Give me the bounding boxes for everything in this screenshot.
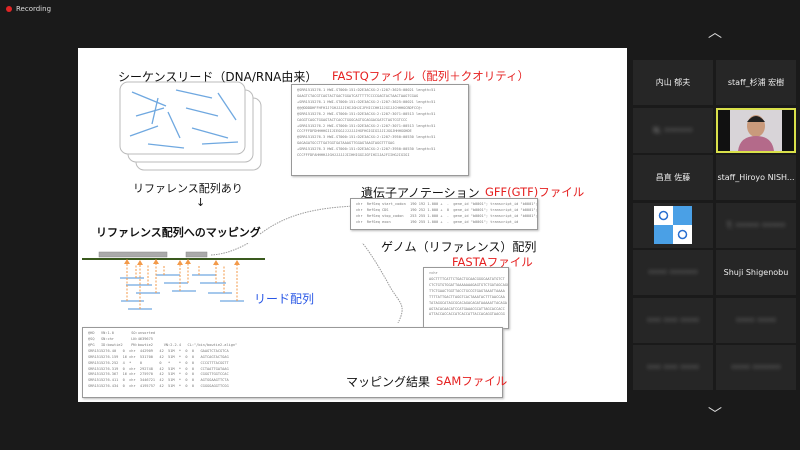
participant-tile[interactable]: 昌直 佐藤 <box>633 155 713 200</box>
participant-tile[interactable]: T. ••••• ••••• <box>716 202 796 248</box>
code-line: CCCFFFDFDHHHHGIIJIEGGJJJJJJJHGFHGIGIGIJJ… <box>297 129 412 134</box>
code-line: GAGAGATGCCTTGATGGTGATAAAGTTGGAGTAAGTAGGT… <box>297 141 395 146</box>
genome-title: ゲノム（リファレンス）配列 <box>381 240 537 254</box>
participant-tile[interactable] <box>633 202 713 248</box>
code-line: GAAGTCTACGTCAGTACTGACTGGATCATTTTTCCCCGAG… <box>297 93 419 98</box>
gff-connector <box>259 205 355 235</box>
code-line: SRR1515276.40 0 chr 442909 42 51M * 0 0 … <box>88 348 229 353</box>
code-line: chr RefSeq CDS 190 252 1.000 + 0 gene_id… <box>356 207 538 212</box>
code-line: ATTACCACCACCATCACCATTACCACAGGTAACGG <box>429 312 505 317</box>
sam-file-label: SAMファイル <box>436 374 508 388</box>
shared-slide: シーケンスリード（DNA/RNA由来） FASTQファイル（配列＋クオリティ） … <box>78 48 627 402</box>
code-line: +SRR1515276.2 HWI-ST000:151:D2E3ACXX:2:1… <box>297 123 436 128</box>
code-line: SRR1515276.367 16 chr 275970 42 51M * 0 … <box>88 372 229 377</box>
recording-indicator: Recording <box>6 5 51 13</box>
scroll-up-chevron-icon[interactable]: ︿ <box>708 25 722 41</box>
code-line: TTTTATTGACTTAGGTCACTAAATACTTTAACCAA <box>429 294 505 299</box>
read-sequence-label: リード配列 <box>254 292 315 306</box>
participant-tile[interactable]: N. •••••• <box>633 107 713 153</box>
recording-dot-icon <box>6 6 12 12</box>
sam-box: @HD VN:1.0 SO:unsorted@SQ SN:chr LN:4639… <box>82 327 503 398</box>
code-line: chr RefSeq exon 190 255 1.000 + . gene_i… <box>356 219 519 224</box>
code-line: +SRR1515276.3 HWI-ST000:151:D2E3ACXX:2:1… <box>297 147 436 152</box>
gff-box: chr RefSeq start_codon 190 192 1.000 + .… <box>350 198 538 230</box>
code-line: @@@DDDDHFFHFHIJ?GHJJJJIHIJGHJIJFHICCHHIJ… <box>297 105 423 110</box>
code-line: chr RefSeq start_codon 190 192 1.000 + .… <box>356 202 538 206</box>
participant-tile[interactable]: ••• ••• •••• <box>633 297 713 343</box>
code-line: SRR1515276.319 0 chr 292748 42 51M * 0 0… <box>88 366 229 371</box>
participant-video <box>718 109 794 151</box>
code-line: SRR1515276.411 0 chr 3446721 42 51M * 0 … <box>88 378 229 383</box>
code-line: CAGGTCAGCTGGAGTACTCACCTGGGCAGTGCAGGACGAT… <box>297 117 408 122</box>
participant-tile[interactable]: staff_杉浦 宏樹 <box>716 60 796 105</box>
participant-name: T. ••••• ••••• <box>726 220 786 230</box>
code-line: @PG ID:bowtie2 PN:bowtie2 VN:2.2.4 CL:"/… <box>88 342 238 347</box>
code-line: CTCTGTGTGGATTAAAAAAAGAGTGTCTGATAGCAGC <box>429 282 509 287</box>
code-line: SRR1515276.159 16 chr 531700 42 51M * 0 … <box>88 354 229 359</box>
reads-title: シーケンスリード（DNA/RNA由来） <box>118 70 318 84</box>
with-reference-label: リファレンス配列あり <box>133 182 243 195</box>
code-line: @SRR1515276.3 HWI-ST000:151:D2E3ACXX:2:1… <box>297 135 436 140</box>
participant-name: staff_Hiroyo NISH... <box>717 173 795 182</box>
participant-name: •••• •••••• <box>731 363 781 372</box>
participant-tile[interactable]: •••• •••• <box>716 297 796 343</box>
code-line: SRR1515276.252 4 * 0 0 * * 0 0 CCCGTTTAC… <box>88 360 229 365</box>
participant-name: 昌直 佐藤 <box>655 173 691 182</box>
code-line: @SQ SN:chr LN:4639675 <box>88 336 153 341</box>
reads-illustration <box>119 81 262 171</box>
code-line: SRR1515276.434 0 chr 4195757 42 51M * 0 … <box>88 384 229 389</box>
fastq-box: @SRR1515276.1 HWI-ST000:151:D2E3ACXX:2:1… <box>291 84 469 176</box>
gff-file-label: GFF(GTF)ファイル <box>485 185 585 199</box>
code-line: @SRR1515276.2 HWI-ST000:151:D2E3ACXX:2:1… <box>297 111 436 116</box>
fastq-title: FASTQファイル（配列＋クオリティ） <box>332 69 530 83</box>
code-line: @SRR1515276.1 HWI-ST000:151:D2E3ACXX:2:1… <box>297 88 436 92</box>
gff-title: 遺伝子アノテーション <box>361 186 480 200</box>
recording-label: Recording <box>16 5 52 13</box>
code-line: chr RefSeq stop_codon 253 255 1.000 + . … <box>356 213 538 218</box>
code-line: @HD VN:1.0 SO:unsorted <box>88 331 156 335</box>
participant-name: ••• ••• •••• <box>646 363 700 372</box>
participant-name: ••• ••• •••• <box>646 315 700 325</box>
participant-tile[interactable]: Shuji Shigenobu <box>716 250 796 295</box>
code-line: TATAGGCATAGCGCACAGACAGATAAAAATTACAGA <box>429 300 507 305</box>
fasta-file-label: FASTAファイル <box>452 255 533 269</box>
participant-tile[interactable]: •••• •••••• <box>716 345 796 390</box>
code-line: >chr <box>429 271 438 275</box>
down-arrow-icon: ↓ <box>196 196 206 209</box>
participant-name: Shuji Shigenobu <box>723 268 789 277</box>
participant-panel: ︿ 内山 郁夫 staff_杉浦 宏樹 N. •••••• 昌直 佐藤 staff_Hi… <box>630 0 800 450</box>
participant-name: staff_杉浦 宏樹 <box>727 78 785 87</box>
code-line: CCCFFFDFAHHHHJJGHJJJJJJIIHHIGGIJGFIHIIJA… <box>297 153 410 158</box>
participant-name: •••• •••••• <box>648 268 698 277</box>
scroll-down-chevron-icon[interactable]: ﹀ <box>708 407 722 423</box>
code-line: AGTACACAACATCCATGAAACGCATTAGCACCACC <box>429 306 505 311</box>
code-line: TTCTGAACTGGTTACCTGCCGTGAGTAAATTAAAA <box>429 288 505 293</box>
code-line: AGCTTTTCATTCTGACTGCAACGGGCAATATGTCT <box>429 276 505 281</box>
mapping-diagram <box>82 243 403 323</box>
participant-tile[interactable] <box>716 107 796 153</box>
participant-name: •••• •••• <box>735 315 777 325</box>
mapping-title: リファレンス配列へのマッピング <box>96 226 261 239</box>
mapping-result-label: マッピング結果 <box>346 375 431 389</box>
participant-name: 内山 郁夫 <box>655 78 691 87</box>
participant-tile[interactable]: •••• •••••• <box>633 250 713 295</box>
participant-name: N. •••••• <box>653 125 693 135</box>
participant-tile[interactable]: staff_Hiroyo NISH... <box>716 155 796 200</box>
code-line: +SRR1515276.1 HWI-ST000:151:D2E3ACXX:2:1… <box>297 99 436 104</box>
organization-logo-icon <box>654 206 692 244</box>
participant-tile[interactable]: ••• ••• •••• <box>633 345 713 390</box>
participant-tile[interactable]: 内山 郁夫 <box>633 60 713 105</box>
